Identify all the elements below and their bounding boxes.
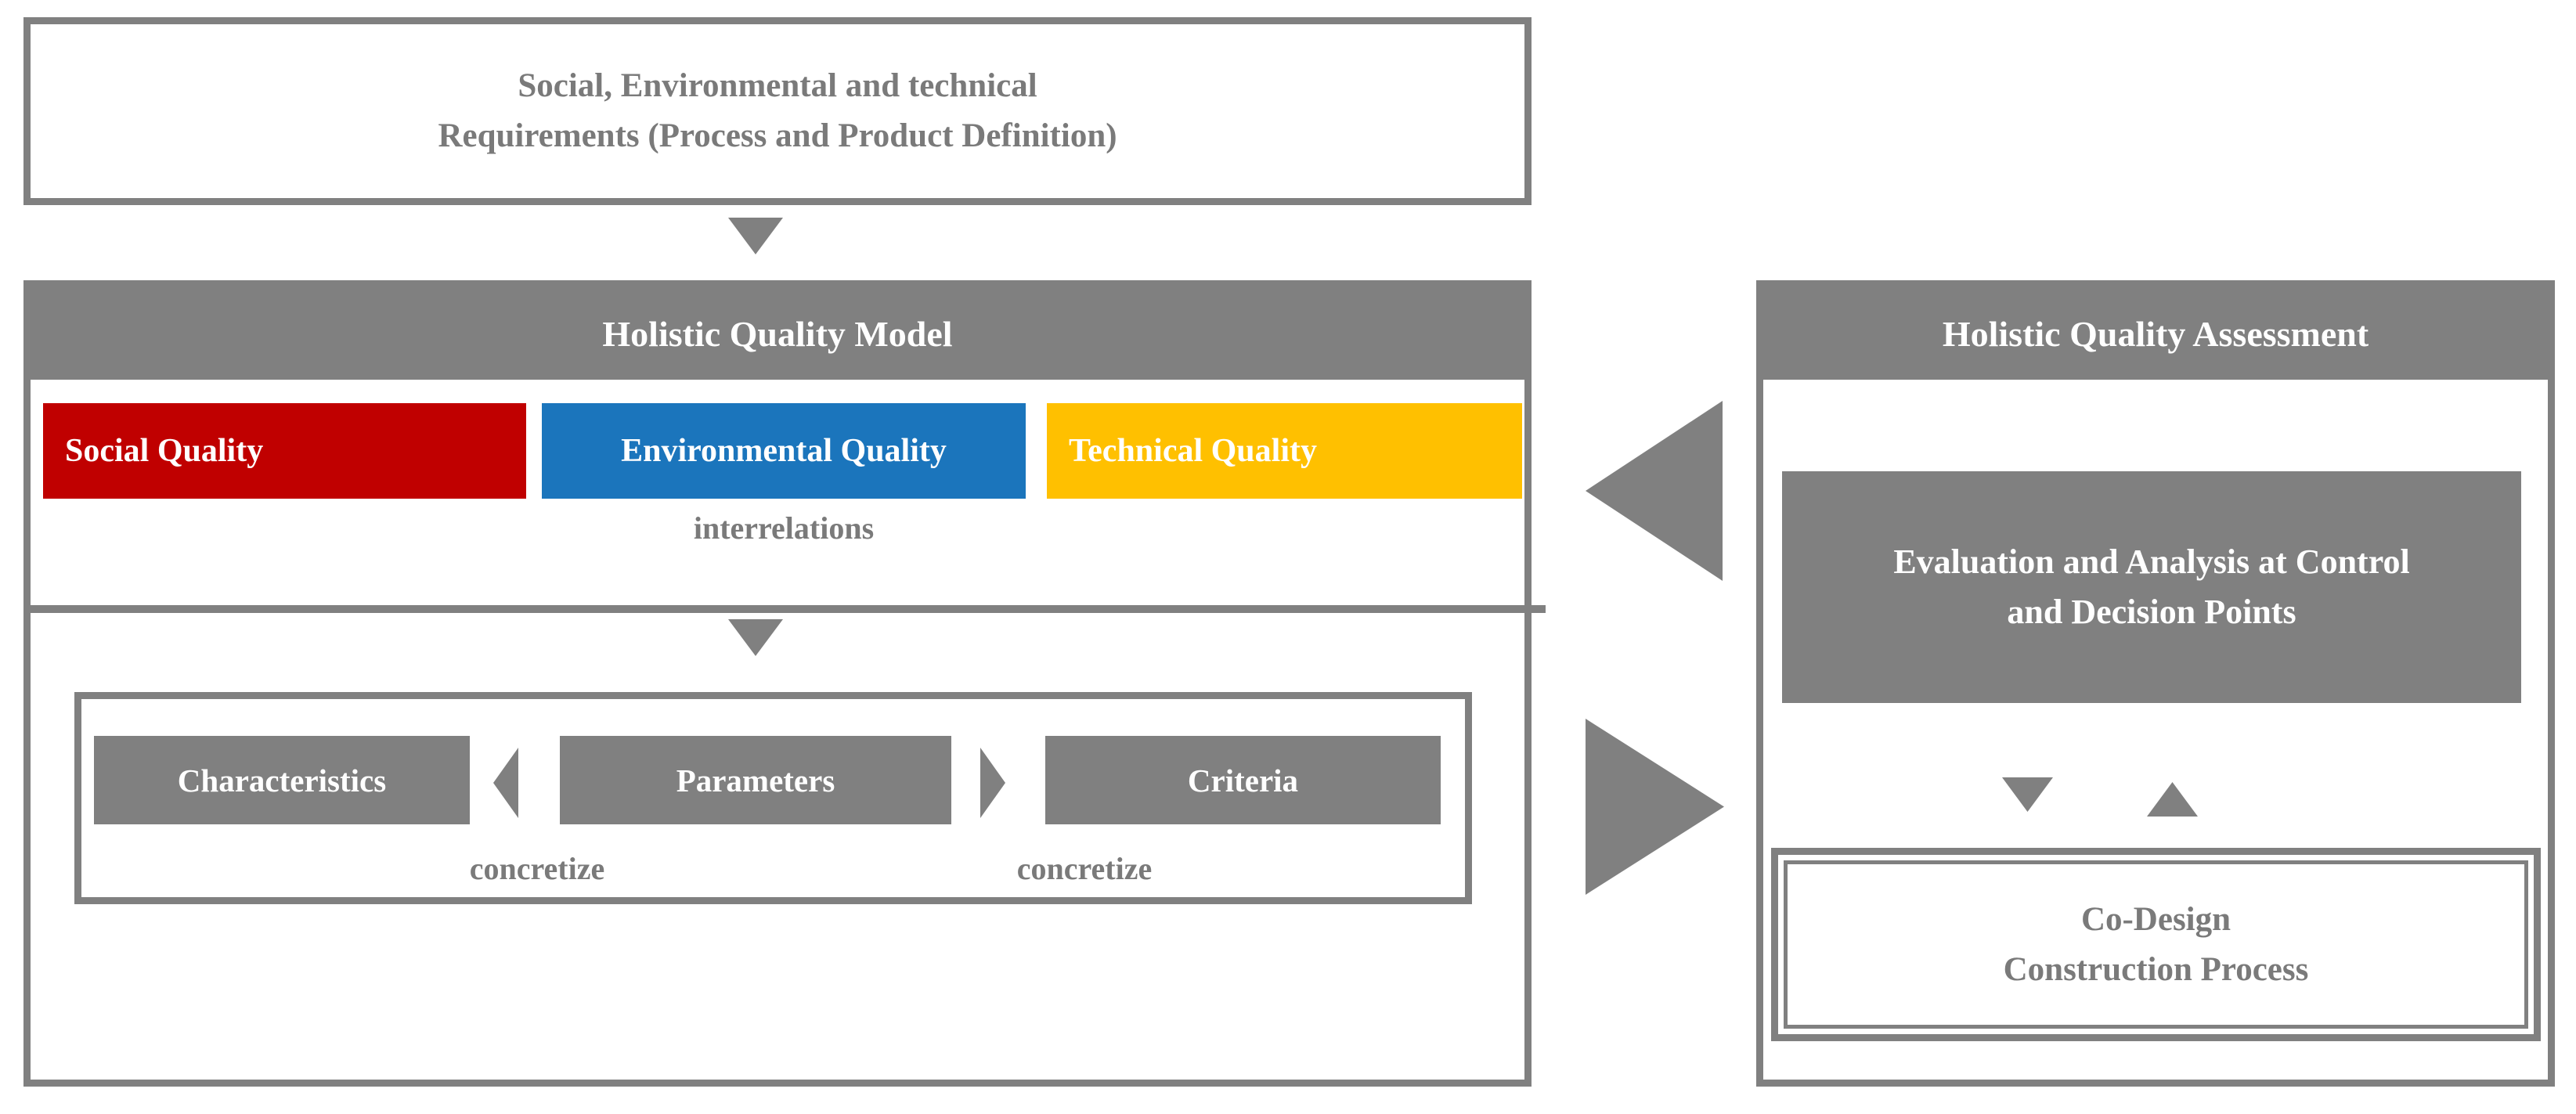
parameters-box: Parameters [560,736,951,824]
concretization-chain-box: Characteristics Parameters Criteria conc… [74,692,1472,904]
feedforward-arrow-right-icon [1586,719,1724,895]
environmental-quality-label: Environmental Quality [621,433,947,469]
codesign-box: Co-Design Construction Process [1771,848,2541,1041]
holistic-quality-model-panel: Holistic Quality Model Social Quality En… [23,280,1546,1087]
holistic-quality-assessment-panel: Holistic Quality Assessment Evaluation a… [1756,280,2555,1087]
codesign-line2: Construction Process [2003,950,2309,988]
requirements-box: Social, Environmental and technical Requ… [23,17,1532,205]
requirements-line2: Requirements (Process and Product Defini… [438,117,1117,154]
concretize-right-label: concretize [1016,850,1153,886]
social-quality-box: Social Quality [43,403,526,499]
assessment-panel-header: Holistic Quality Assessment [1763,287,2548,380]
assessment-panel-title: Holistic Quality Assessment [1942,313,2369,354]
criteria-box: Criteria [1045,736,1441,824]
concretize-left-label: concretize [469,850,605,886]
codesign-line1: Co-Design [2080,900,2231,938]
arrow-down-icon [728,619,783,656]
codesign-inner-box: Co-Design Construction Process [1784,860,2528,1029]
parameters-label: Parameters [676,762,835,799]
arrow-down-icon [2002,777,2053,812]
model-section-divider [23,605,1546,613]
arrow-down-icon [728,218,783,254]
criteria-label: Criteria [1187,762,1299,799]
arrow-left-icon [493,748,518,818]
model-panel-title: Holistic Quality Model [602,313,953,354]
arrow-right-icon [980,748,1005,818]
evaluation-analysis-box: Evaluation and Analysis at Control and D… [1782,471,2521,703]
requirements-line1: Social, Environmental and technical [518,67,1037,104]
characteristics-label: Characteristics [177,762,387,799]
environmental-quality-box: Environmental Quality [542,403,1026,499]
social-quality-label: Social Quality [65,433,264,469]
evaluation-line2: and Decision Points [2007,593,2296,631]
technical-quality-label: Technical Quality [1069,433,1317,469]
feedback-arrow-left-icon [1586,401,1723,581]
technical-quality-box: Technical Quality [1047,403,1522,499]
model-panel-header: Holistic Quality Model [31,287,1524,380]
arrow-up-icon [2147,782,2198,817]
characteristics-box: Characteristics [94,736,470,824]
evaluation-line1: Evaluation and Analysis at Control [1893,543,2410,581]
interrelations-label: interrelations [693,510,875,546]
